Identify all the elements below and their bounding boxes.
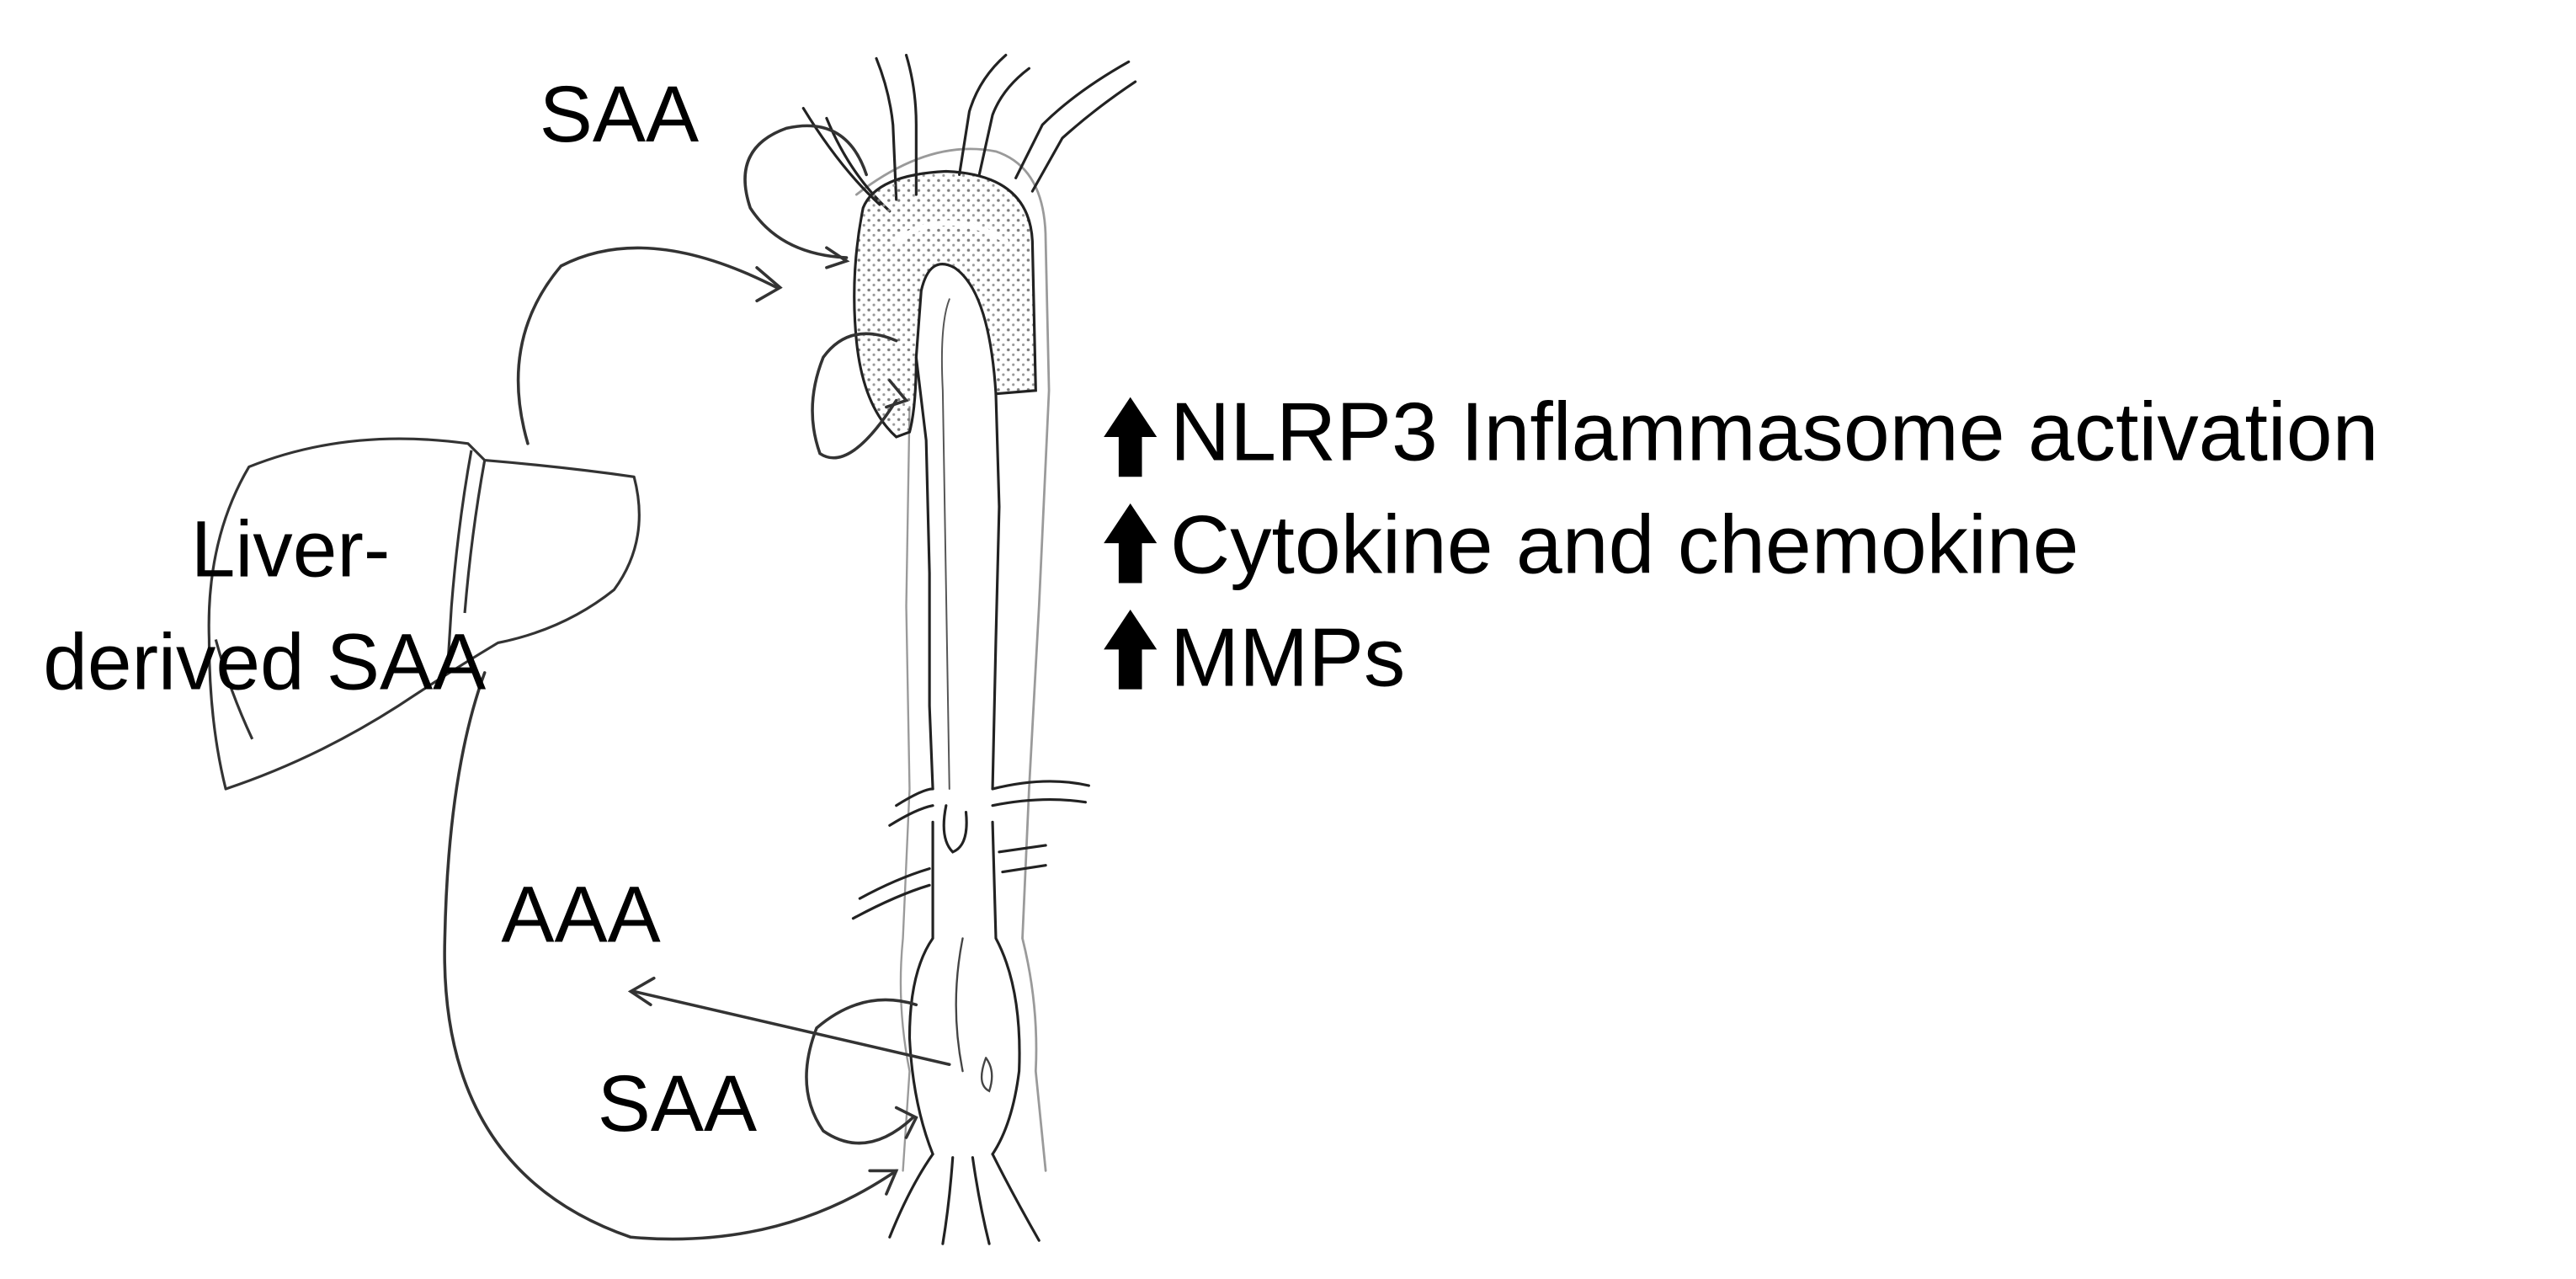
effect-label: MMPs [1170,611,1405,704]
effect-item: MMPs [1104,610,1405,704]
descending-aorta-left-wall [914,355,934,791]
up-arrow-icon [1104,397,1158,477]
effect-item: Cytokine and chemokine [1104,498,2079,591]
local-saa-loop-top-arrowhead [825,246,850,269]
liver-lobe-detail [214,639,254,740]
liver-to-abdominal-arrow [443,671,898,1241]
aneurysm-to-aaa-arrowhead [627,976,656,1007]
liver-ligament [446,450,487,660]
effect-item: NLRP3 Inflammasome activation [1104,386,2378,478]
local-saa-loop-bottom-arrowhead [894,1106,918,1139]
liver-illustration [207,437,641,791]
local-saa-loop-bottom [805,998,918,1145]
liver-to-abdominal-arrowhead [868,1169,899,1196]
iliac-bifurcation [888,1153,1041,1245]
liver-outline [207,437,641,791]
liver-to-arch-arrowhead [755,266,783,303]
saa-bottom-label: SAA [598,1059,757,1148]
saa-top-label: SAA [540,70,699,159]
liver-derived-saa-label-line1: Liver- [191,505,391,594]
descending-aorta-right-wall [991,392,1001,791]
aorta-shadow-outline [854,147,1051,1172]
arch-highlight [893,220,1009,244]
aaa-label: AAA [501,870,660,959]
abdominal-aorta-right-wall [991,820,1021,1156]
flow-arrows [443,124,951,1241]
aorta-shadow-inner [899,406,911,1172]
descending-aorta-lumen [940,298,950,790]
aneurysm-lumen [955,937,993,1093]
aneurysm-to-aaa-arrow [632,989,951,1067]
up-arrow-icon [1104,610,1158,690]
liver-derived-saa-label-line2: derived SAA [43,618,486,707]
abdominal-aorta-left-wall [907,820,934,1156]
up-arrow-icon [1104,503,1158,584]
liver-to-arch-arrow [516,246,779,445]
aortic-arch [853,169,1037,439]
effects-list: NLRP3 Inflammasome activation Cytokine a… [1104,386,2378,704]
effect-label: NLRP3 Inflammasome activation [1170,386,2378,478]
abdominal-branch-vessels [851,780,1090,920]
aorta-illustration [801,53,1137,1245]
arch-inner-loop-arrowhead [885,379,909,409]
local-saa-loop-top [743,124,868,259]
effect-label: Cytokine and chemokine [1170,498,2079,591]
arch-inner-loop [811,332,898,460]
